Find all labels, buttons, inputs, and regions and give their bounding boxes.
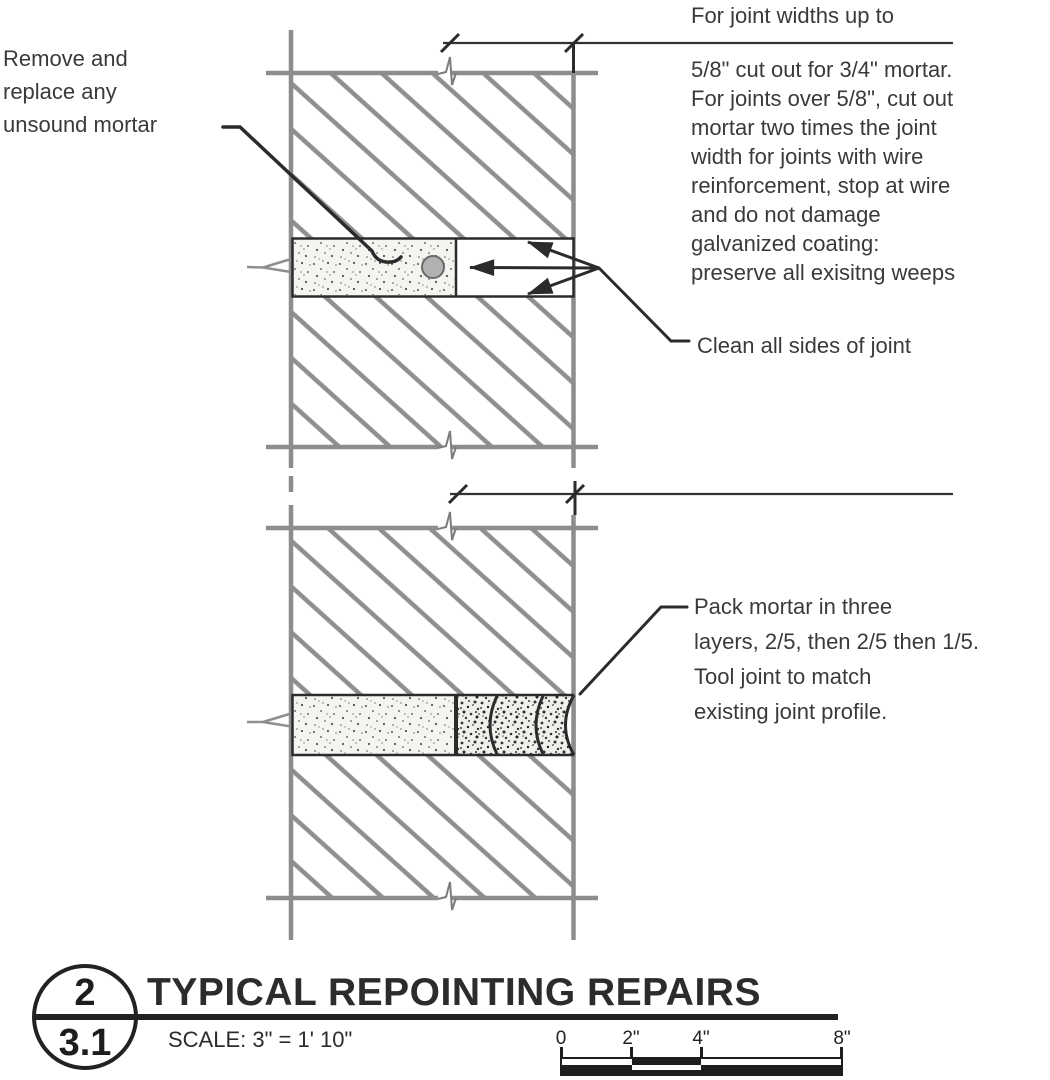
note-line: galvanized coating: [691, 231, 880, 256]
note-line: For joints over 5/8", cut out [691, 86, 954, 111]
scale-segment [632, 1065, 702, 1070]
note-clean-joint: Clean all sides of joint [697, 333, 912, 358]
drawing-title: TYPICAL REPOINTING REPAIRS [147, 971, 761, 1014]
leader-remove-mortar [221, 125, 403, 264]
mortar-joint-lower [247, 693, 576, 757]
scale-bar-body [560, 1057, 843, 1076]
scale-segment [562, 1059, 632, 1065]
leader-clean-joint [597, 266, 691, 343]
scale-tick [700, 1047, 703, 1057]
scale-tick-label: 0 [555, 1028, 567, 1049]
note-line: replace any [3, 79, 117, 104]
scale-segment [632, 1059, 702, 1065]
leader-pack-mortar [578, 605, 689, 696]
scale-tick [840, 1047, 843, 1057]
scale-tick [560, 1047, 563, 1057]
note-line: Remove and [3, 46, 128, 71]
note-joint-width-heading: For joint widths up to [691, 3, 894, 28]
note-line: unsound mortar [3, 112, 158, 137]
packing-layer-arc-2 [534, 695, 545, 755]
scale-tick-label: 2" [622, 1028, 640, 1049]
scale-segment [701, 1059, 842, 1065]
scale-segment [701, 1065, 842, 1070]
scale-tick-label: 8" [833, 1028, 851, 1049]
title-divider-line [34, 1014, 838, 1020]
wire-reinforcement [421, 255, 445, 279]
note-joint-width-body: 5/8" cut out for 3/4" mortar. For joints… [691, 55, 955, 287]
scale-segment [562, 1065, 632, 1070]
tooled-joint-profile [564, 694, 576, 756]
joint-break-mark [246, 257, 292, 274]
detail-number: 2 [74, 972, 96, 1014]
mortar-joint-upper [246, 237, 575, 298]
note-line: width for joints with wire [691, 144, 924, 169]
sheet-number: 3.1 [58, 1022, 112, 1064]
arrows-clean-joint [468, 240, 691, 343]
scale-tick-label: 4" [692, 1028, 710, 1049]
packing-layer-arc-1 [488, 695, 499, 755]
note-line: and do not damage [691, 202, 881, 227]
scale-segment [562, 1070, 841, 1074]
scale-tick [630, 1047, 633, 1057]
dimension-line-lower [447, 483, 953, 505]
note-line: existing joint profile. [694, 699, 888, 724]
drawing-scale-label: SCALE: 3" = 1' 10" [168, 1027, 353, 1052]
note-line: preserve all exisitng weeps [691, 260, 956, 285]
graphic-scale-bar: 0 2" 4" 8" [556, 1028, 851, 1078]
dimension-line-upper [439, 32, 953, 54]
note-line: 5/8" cut out for 3/4" mortar. [691, 57, 953, 82]
note-line: layers, 2/5, then 2/5 then 1/5. [694, 629, 979, 654]
note-remove-mortar: Remove and replace any unsound mortar [3, 42, 157, 141]
note-pack-mortar: Pack mortar in three layers, 2/5, then 2… [694, 589, 979, 729]
note-line: mortar two times the joint [691, 115, 937, 140]
note-line: Pack mortar in three [694, 594, 893, 619]
joint-break-mark [247, 712, 292, 728]
note-line: Tool joint to match [694, 664, 872, 689]
note-line: reinforcement, stop at wire [691, 173, 951, 198]
